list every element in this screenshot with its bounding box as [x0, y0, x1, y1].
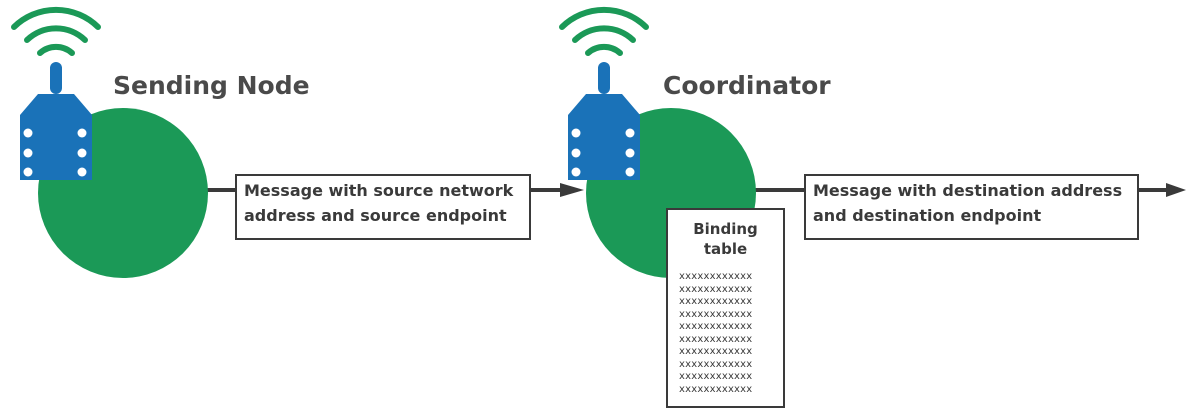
- binding-table-entry: xxxxxxxxxxxx: [679, 383, 753, 395]
- wifi-icon: [11, 6, 101, 56]
- diagram-canvas: [11, 6, 1186, 278]
- message-text-line: Message with destination address: [813, 181, 1123, 200]
- binding-table: Binding table xxxxxxxxxxxx xxxxxxxxxxxx …: [666, 208, 785, 408]
- binding-table-title: Binding table: [668, 219, 783, 259]
- coordinator-title: Coordinator: [663, 71, 831, 100]
- binding-table-entry: xxxxxxxxxxxx: [679, 333, 753, 345]
- binding-table-title-line: Binding: [693, 220, 758, 238]
- wifi-icon: [559, 6, 649, 56]
- binding-table-entry: xxxxxxxxxxxx: [679, 346, 753, 357]
- radio-device-icon: [20, 62, 92, 180]
- binding-table-title-line: table: [703, 240, 748, 258]
- binding-table-entry: xxxxxxxxxxxx: [679, 308, 753, 320]
- arrow-head-icon: [560, 183, 584, 197]
- binding-table-entry: xxxxxxxxxxxx: [679, 371, 753, 382]
- binding-table-entry: xxxxxxxxxxxx: [679, 358, 753, 370]
- source-message-box: Message with source network address and …: [235, 174, 531, 240]
- binding-table-entry: xxxxxxxxxxxx: [679, 283, 753, 295]
- arrow-head-icon: [1166, 183, 1186, 197]
- binding-table-entries: xxxxxxxxxxxx xxxxxxxxxxxx xxxxxxxxxxxx x…: [668, 271, 783, 396]
- message-text-line: address and source endpoint: [244, 206, 507, 225]
- binding-table-entry: xxxxxxxxxxxx: [679, 321, 753, 332]
- binding-table-entry: xxxxxxxxxxxx: [679, 271, 753, 282]
- message-text-line: and destination endpoint: [813, 206, 1042, 225]
- sending-node-title: Sending Node: [113, 71, 310, 100]
- destination-message-box: Message with destination address and des…: [804, 174, 1139, 240]
- message-text-line: Message with source network: [244, 181, 514, 200]
- radio-device-icon: [568, 62, 640, 180]
- sending-node: [11, 6, 208, 278]
- binding-table-entry: xxxxxxxxxxxx: [679, 296, 753, 307]
